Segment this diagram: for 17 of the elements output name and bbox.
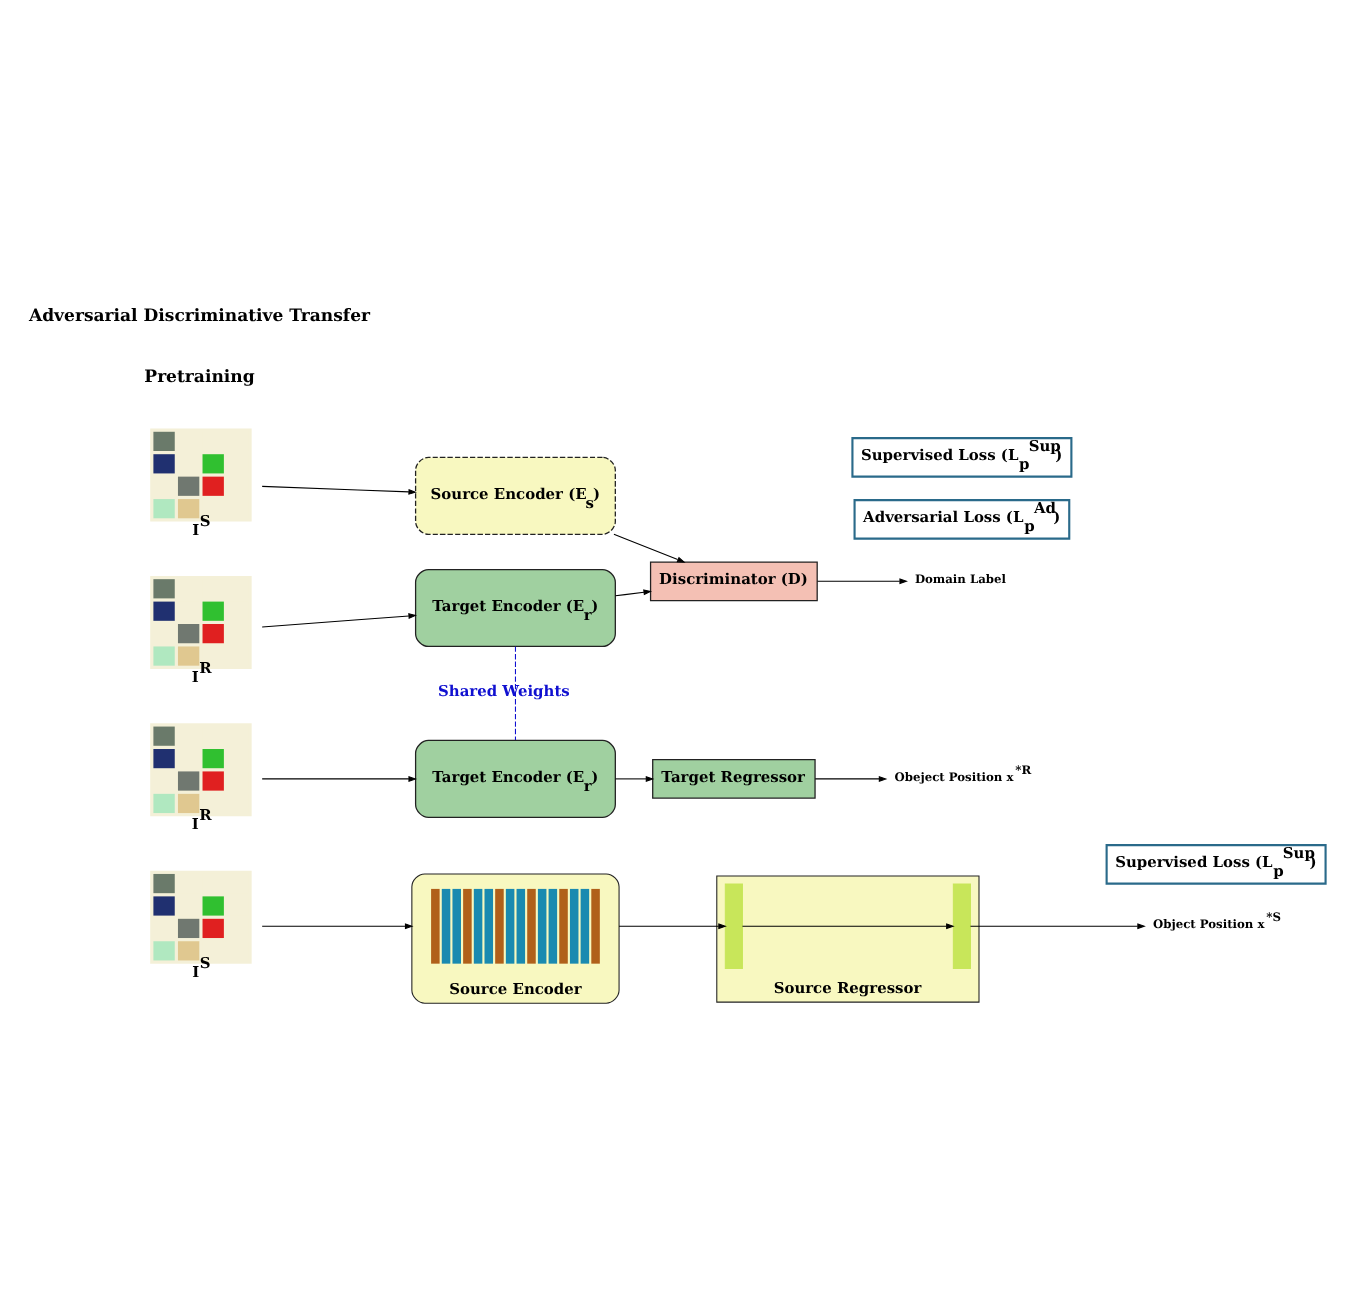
arrow: [613, 533, 686, 563]
arrow: [261, 775, 417, 782]
connector: [514, 646, 516, 741]
arrow: [614, 775, 655, 782]
arrow: [261, 485, 417, 495]
label: Adversarial Discriminative Transfer: [28, 306, 371, 327]
arrow: [970, 923, 1146, 930]
arrow: [261, 612, 417, 628]
label: Pretraining: [144, 368, 255, 389]
arrow: [261, 923, 414, 930]
node-bar: [724, 883, 743, 969]
arrow: [814, 775, 888, 782]
arrow: [614, 589, 653, 597]
node-bar: [952, 883, 971, 969]
arrow: [816, 578, 908, 585]
arrow: [618, 923, 727, 930]
arrow: [741, 923, 955, 930]
